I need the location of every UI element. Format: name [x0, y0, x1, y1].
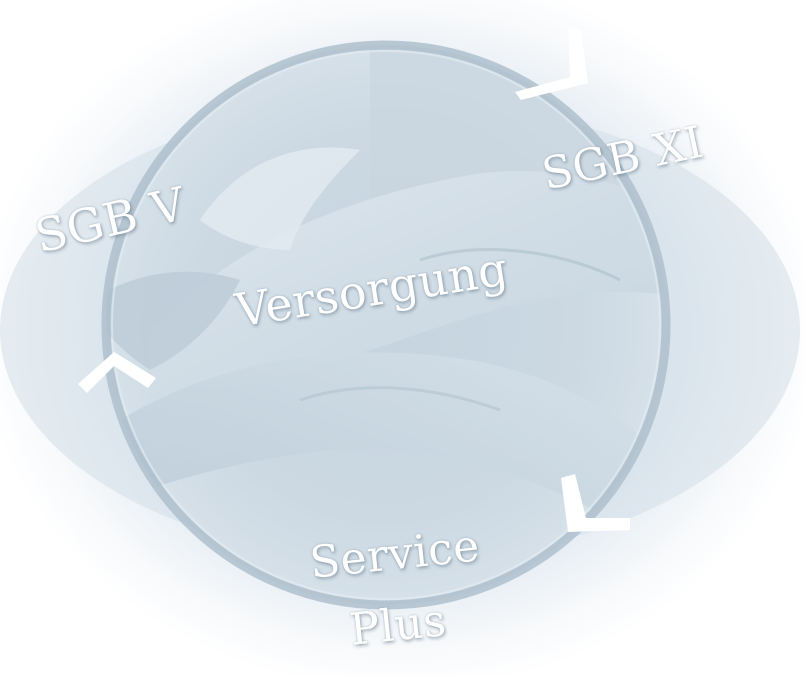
chevron-left-down-icon [561, 474, 630, 532]
circle-ring [101, 40, 671, 610]
chevron-up-icon [78, 352, 156, 393]
label-plus: Plus [347, 595, 449, 656]
chevron-right-down-icon [515, 27, 588, 100]
